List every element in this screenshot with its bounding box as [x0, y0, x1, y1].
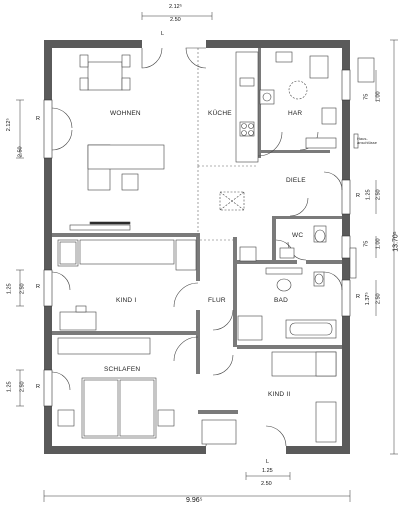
inner-walls	[52, 48, 342, 414]
dimension-lines	[16, 12, 398, 502]
room-label-kind1: KIND I	[116, 297, 137, 304]
kind2-furniture	[201, 351, 337, 445]
dashed-lines	[197, 48, 258, 241]
dim-left-schlafen-b: 2.50	[19, 381, 26, 393]
dim-total-height: 13.70⁵	[392, 231, 400, 252]
dim-left-wohnen-b: 2.50	[17, 146, 24, 158]
room-label-har: HAR	[288, 110, 303, 117]
dim-top-a: 2.12⁵	[169, 4, 182, 10]
marker-top: L	[161, 31, 165, 37]
room-label-schlafen: SCHLAFEN	[104, 366, 141, 373]
room-label-kueche: KÜCHE	[208, 110, 232, 117]
exterior-features	[349, 57, 375, 279]
room-label-bad: BAD	[274, 297, 288, 304]
marker-left-window-1: R	[36, 116, 40, 122]
dim-right-diele-b: 2.50	[375, 189, 382, 201]
dim-total-width: 9.96⁵	[186, 497, 203, 504]
sofa	[87, 144, 165, 191]
kitchen-counter	[235, 51, 293, 163]
har-appliances	[288, 55, 337, 149]
wc-fixtures	[279, 225, 327, 259]
dim-right-har-b: 1.00	[375, 91, 382, 103]
marker-left-window-2: R	[36, 284, 40, 290]
label-hausanschluesse: Haus- anschlüsse	[357, 136, 378, 145]
dim-bottom-a: 1.25	[262, 468, 273, 474]
window-openings	[43, 69, 351, 407]
skylight	[219, 191, 245, 211]
room-label-kind2: KIND II	[268, 391, 291, 398]
schlafen-furniture	[57, 337, 175, 439]
dim-right-bad-a: 1.37⁵	[364, 292, 371, 306]
room-label-diele: DIELE	[286, 177, 306, 184]
dim-left-wohnen-a: 2.12⁵	[5, 118, 12, 132]
marker-left-window-3: R	[36, 384, 40, 390]
dim-left-kind-b: 2.50	[19, 283, 26, 295]
dim-right-wc-a: 75	[363, 240, 370, 247]
marker-bottom: L	[266, 459, 270, 465]
dim-bottom-b: 2.50	[261, 481, 272, 487]
room-label-wohnen: WOHNEN	[110, 110, 141, 117]
dim-right-bad-b: 2.50	[375, 293, 382, 305]
dim-right-har-a: 75	[363, 93, 370, 100]
room-label-flur: FLUR	[208, 297, 226, 304]
room-label-wc: WC	[292, 232, 304, 239]
dim-top-b: 2.50	[170, 17, 181, 23]
dim-left-schlafen-a: 1.25	[6, 381, 13, 393]
bath-fixtures	[237, 246, 337, 341]
dim-left-kind-a: 1.25	[6, 283, 13, 295]
dim-right-wc-b: 1.00	[375, 238, 382, 250]
tv-sideboard	[69, 221, 131, 231]
dim-right-diele-a: 1.25	[365, 189, 372, 201]
kind1-furniture	[57, 239, 197, 331]
marker-right-window-bad: R	[356, 294, 360, 300]
dining-table	[79, 54, 131, 91]
marker-right-window-diele: R	[356, 193, 360, 199]
